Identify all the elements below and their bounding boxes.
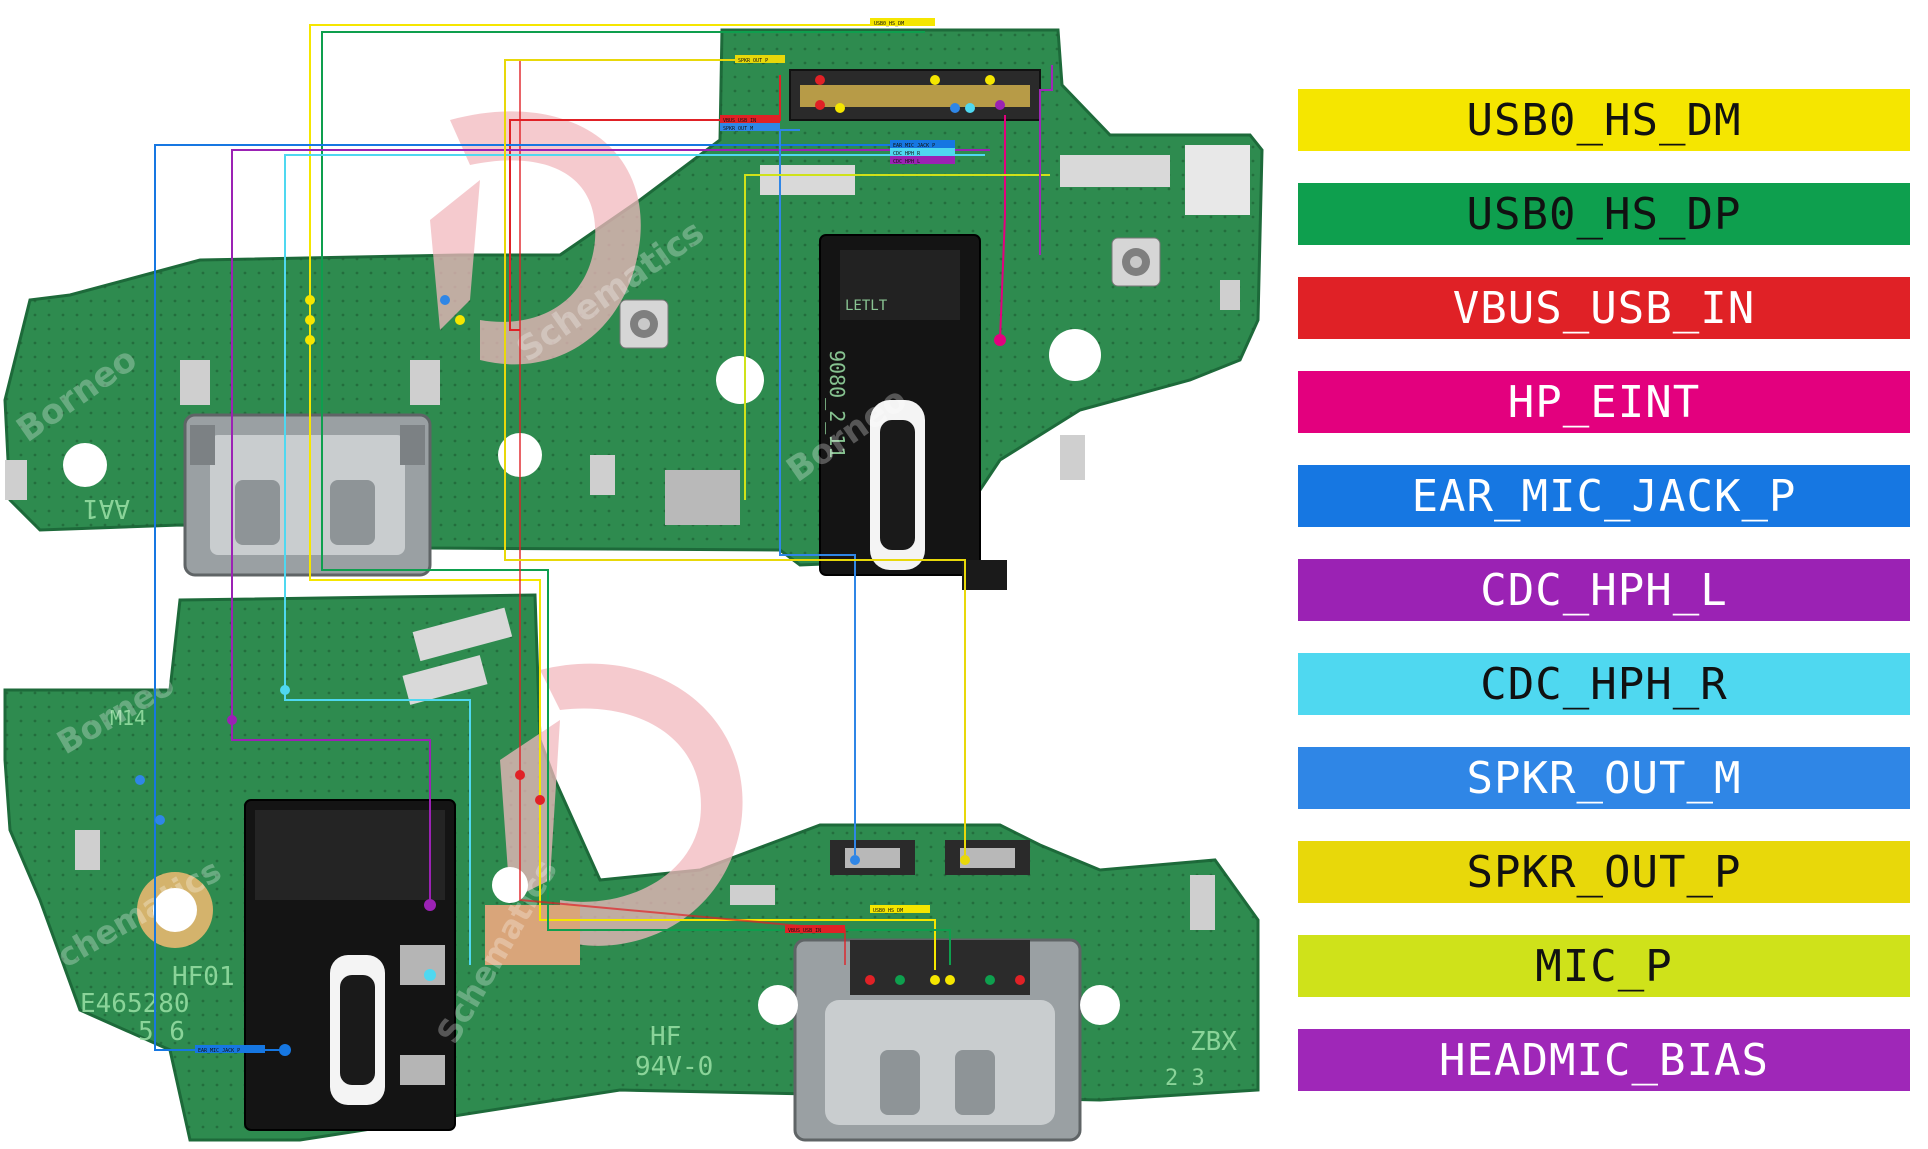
- bottom-headphone-jack: [244, 799, 456, 1131]
- bottom-mount-hole-left: [153, 888, 197, 932]
- top-coax-connector-1: [619, 299, 669, 349]
- trace-mic-p: [744, 174, 1050, 500]
- top-silk-jack: LETLT: [845, 298, 888, 314]
- svg-text:USB0_HS_DM: USB0_HS_DM: [873, 908, 903, 914]
- bottom-silk-hf: HF: [650, 1022, 681, 1052]
- top-silk-code: 9080_2_11: [825, 350, 849, 458]
- legend-vbus-usb-in: VBUS_USB_IN: [1298, 277, 1910, 339]
- legend-headmic-bias: HEADMIC_BIAS: [1298, 1029, 1910, 1091]
- svg-text:VBUS_USB_IN: VBUS_USB_IN: [788, 928, 821, 934]
- bottom-speaker-contacts: [830, 840, 1030, 875]
- bottom-silk-23: 2 3: [1165, 1066, 1205, 1091]
- svg-text:CDC_HPH_R: CDC_HPH_R: [893, 151, 921, 157]
- top-mic: [665, 470, 740, 525]
- trace-headmic-bias: [1039, 65, 1053, 255]
- trace-cdc-hphl: [231, 149, 990, 905]
- bottom-mount-hole-usb-right: [1080, 985, 1120, 1025]
- bottom-silk-e465280: E465280: [80, 989, 190, 1019]
- svg-text:EAR_MIC_JACK_P: EAR_MIC_JACK_P: [893, 143, 935, 149]
- top-mount-hole-right: [716, 356, 764, 404]
- legend-spkr-out-p: SPKR_OUT_P: [1298, 841, 1910, 903]
- top-usb-c-port: [183, 413, 432, 577]
- top-mount-hole-far: [1049, 329, 1101, 381]
- top-coax-connector-2: [1111, 237, 1161, 287]
- connector-pin-dots: [135, 75, 1025, 1056]
- bottom-silk-94v0: 94V-0: [635, 1052, 713, 1082]
- top-shield-pad-1: [760, 165, 855, 195]
- bottom-usb-c-port: [793, 938, 1082, 1142]
- legend-ear-mic-jack-p: EAR_MIC_JACK_P: [1298, 465, 1910, 527]
- top-silk-aa1: AA1: [83, 493, 130, 523]
- bottom-mount-hole-usb-left: [758, 985, 798, 1025]
- legend-cdc-hph-r: CDC_HPH_R: [1298, 653, 1910, 715]
- bottom-silk-zbx: ZBX: [1190, 1027, 1237, 1057]
- bottom-copper-pad: [485, 905, 580, 965]
- signal-traces: [154, 24, 1053, 1051]
- bottom-watermark-logo: [500, 663, 743, 946]
- legend-usb0-hs-dp: USB0_HS_DP: [1298, 183, 1910, 245]
- trace-usb-dp: [321, 31, 951, 965]
- top-board: AA1 9080_2_11 LETLT Borneo Schematics Bo…: [3, 28, 1264, 590]
- pcb-diagram: AA1 9080_2_11 LETLT Borneo Schematics Bo…: [3, 18, 1264, 1142]
- svg-text:SPKR_OUT_M: SPKR_OUT_M: [723, 126, 753, 132]
- trace-spkr-p: [504, 59, 966, 855]
- top-watermark-logo: [430, 111, 641, 365]
- legend-cdc-hph-l: CDC_HPH_L: [1298, 559, 1910, 621]
- top-mount-hole-left: [63, 443, 107, 487]
- trace-hp-eint: [999, 115, 1006, 341]
- svg-text:SPKR_OUT_P: SPKR_OUT_P: [738, 58, 768, 64]
- legend-spkr-out-m: SPKR_OUT_M: [1298, 747, 1910, 809]
- svg-text:VBUS_USB_IN: VBUS_USB_IN: [723, 118, 756, 124]
- top-fpc-connector: [789, 69, 1041, 121]
- top-shield-pad-2: [1060, 155, 1170, 187]
- svg-text:USB0_HS_DM: USB0_HS_DM: [874, 21, 904, 27]
- svg-text:EAR_MIC_JACK_P: EAR_MIC_JACK_P: [198, 1048, 240, 1054]
- bottom-silk-m14: M14: [110, 706, 146, 730]
- legend-mic-p: MIC_P: [1298, 935, 1910, 997]
- bottom-silk-hf01: HF01: [172, 962, 235, 992]
- connector-label-tags: USB0_HS_DM SPKR_OUT_P VBUS_USB_IN SPKR_O…: [195, 18, 955, 1054]
- legend-hp-eint: HP_EINT: [1298, 371, 1910, 433]
- bottom-silk-56: 5 6: [138, 1017, 185, 1047]
- bottom-board: M14 HF01 E465280 5 6 HF 94V-0 ZBX 2 3 Bo…: [3, 593, 1260, 1142]
- svg-text:CDC_HPH_L: CDC_HPH_L: [893, 159, 920, 165]
- pcb-svg: AA1 9080_2_11 LETLT Borneo Schematics Bo…: [3, 18, 1264, 1142]
- top-qr-code: [1185, 145, 1250, 215]
- trace-spkr-m: [779, 129, 856, 855]
- trace-vbus: [509, 75, 781, 331]
- legend-usb0-hs-dm: USB0_HS_DM: [1298, 89, 1910, 151]
- top-headphone-jack: [819, 234, 1007, 590]
- trace-usb-dm: [309, 24, 936, 970]
- trace-cdc-hphr: [284, 154, 985, 965]
